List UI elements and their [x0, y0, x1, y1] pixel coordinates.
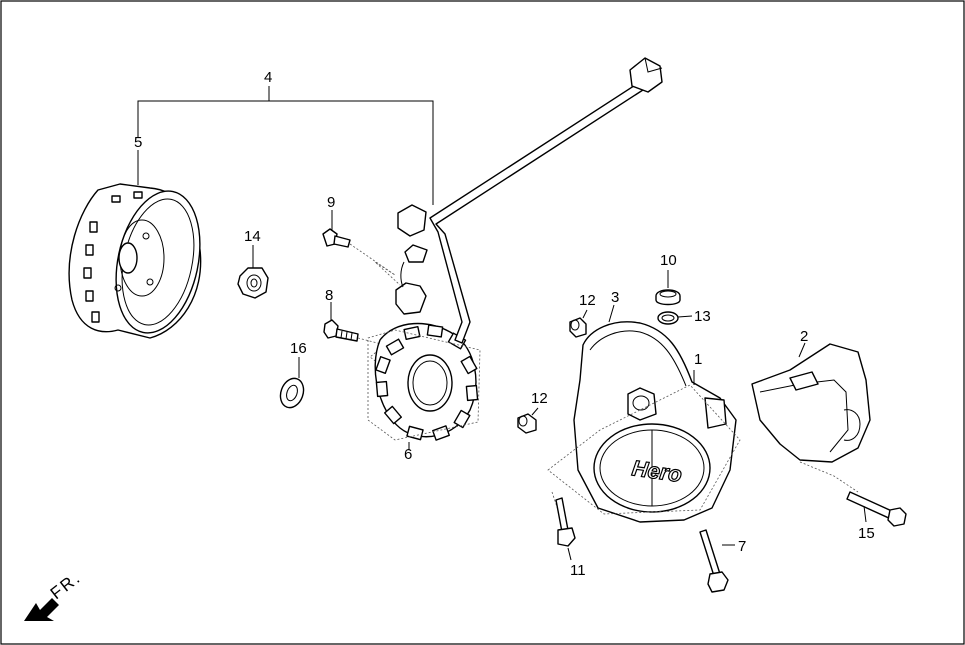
callout-11: 11 [570, 562, 586, 579]
callout-16: 16 [290, 340, 307, 357]
callout-1: 1 [694, 351, 702, 368]
crankcase-cover-assembly: Hero [547, 304, 741, 523]
direction-label: FR. [47, 568, 85, 604]
callout-2: 2 [800, 328, 808, 345]
callout-15: 15 [858, 525, 875, 542]
bolt-15 [846, 491, 907, 527]
callout-5: 5 [134, 134, 142, 151]
sprocket-cover [751, 342, 871, 493]
callout-4-bracket [137, 100, 434, 205]
flywheel-rotor [68, 183, 202, 339]
callout-13: 13 [694, 308, 711, 325]
callout-6: 6 [404, 446, 412, 463]
front-direction-arrow-icon [24, 598, 59, 621]
callout-9: 9 [327, 194, 335, 211]
stator-assembly [367, 57, 663, 450]
callout-3: 3 [611, 289, 619, 306]
callout-4: 4 [264, 69, 272, 86]
screw-9 [322, 210, 401, 286]
callout-8: 8 [325, 287, 333, 304]
callout-14: 14 [244, 228, 261, 245]
dowel-pin-upper [569, 309, 588, 338]
callout-10: 10 [660, 252, 677, 269]
callout-12-upper: 12 [579, 292, 596, 309]
dowel-pin-lower [517, 407, 539, 434]
oil-filler-plug [655, 270, 681, 306]
o-ring [657, 311, 693, 325]
callout-7: 7 [738, 538, 746, 555]
bolt-7 [699, 529, 735, 593]
bolt-11 [551, 491, 576, 561]
washer [279, 357, 305, 409]
nut [237, 245, 269, 299]
callout-12-lower: 12 [531, 390, 548, 407]
